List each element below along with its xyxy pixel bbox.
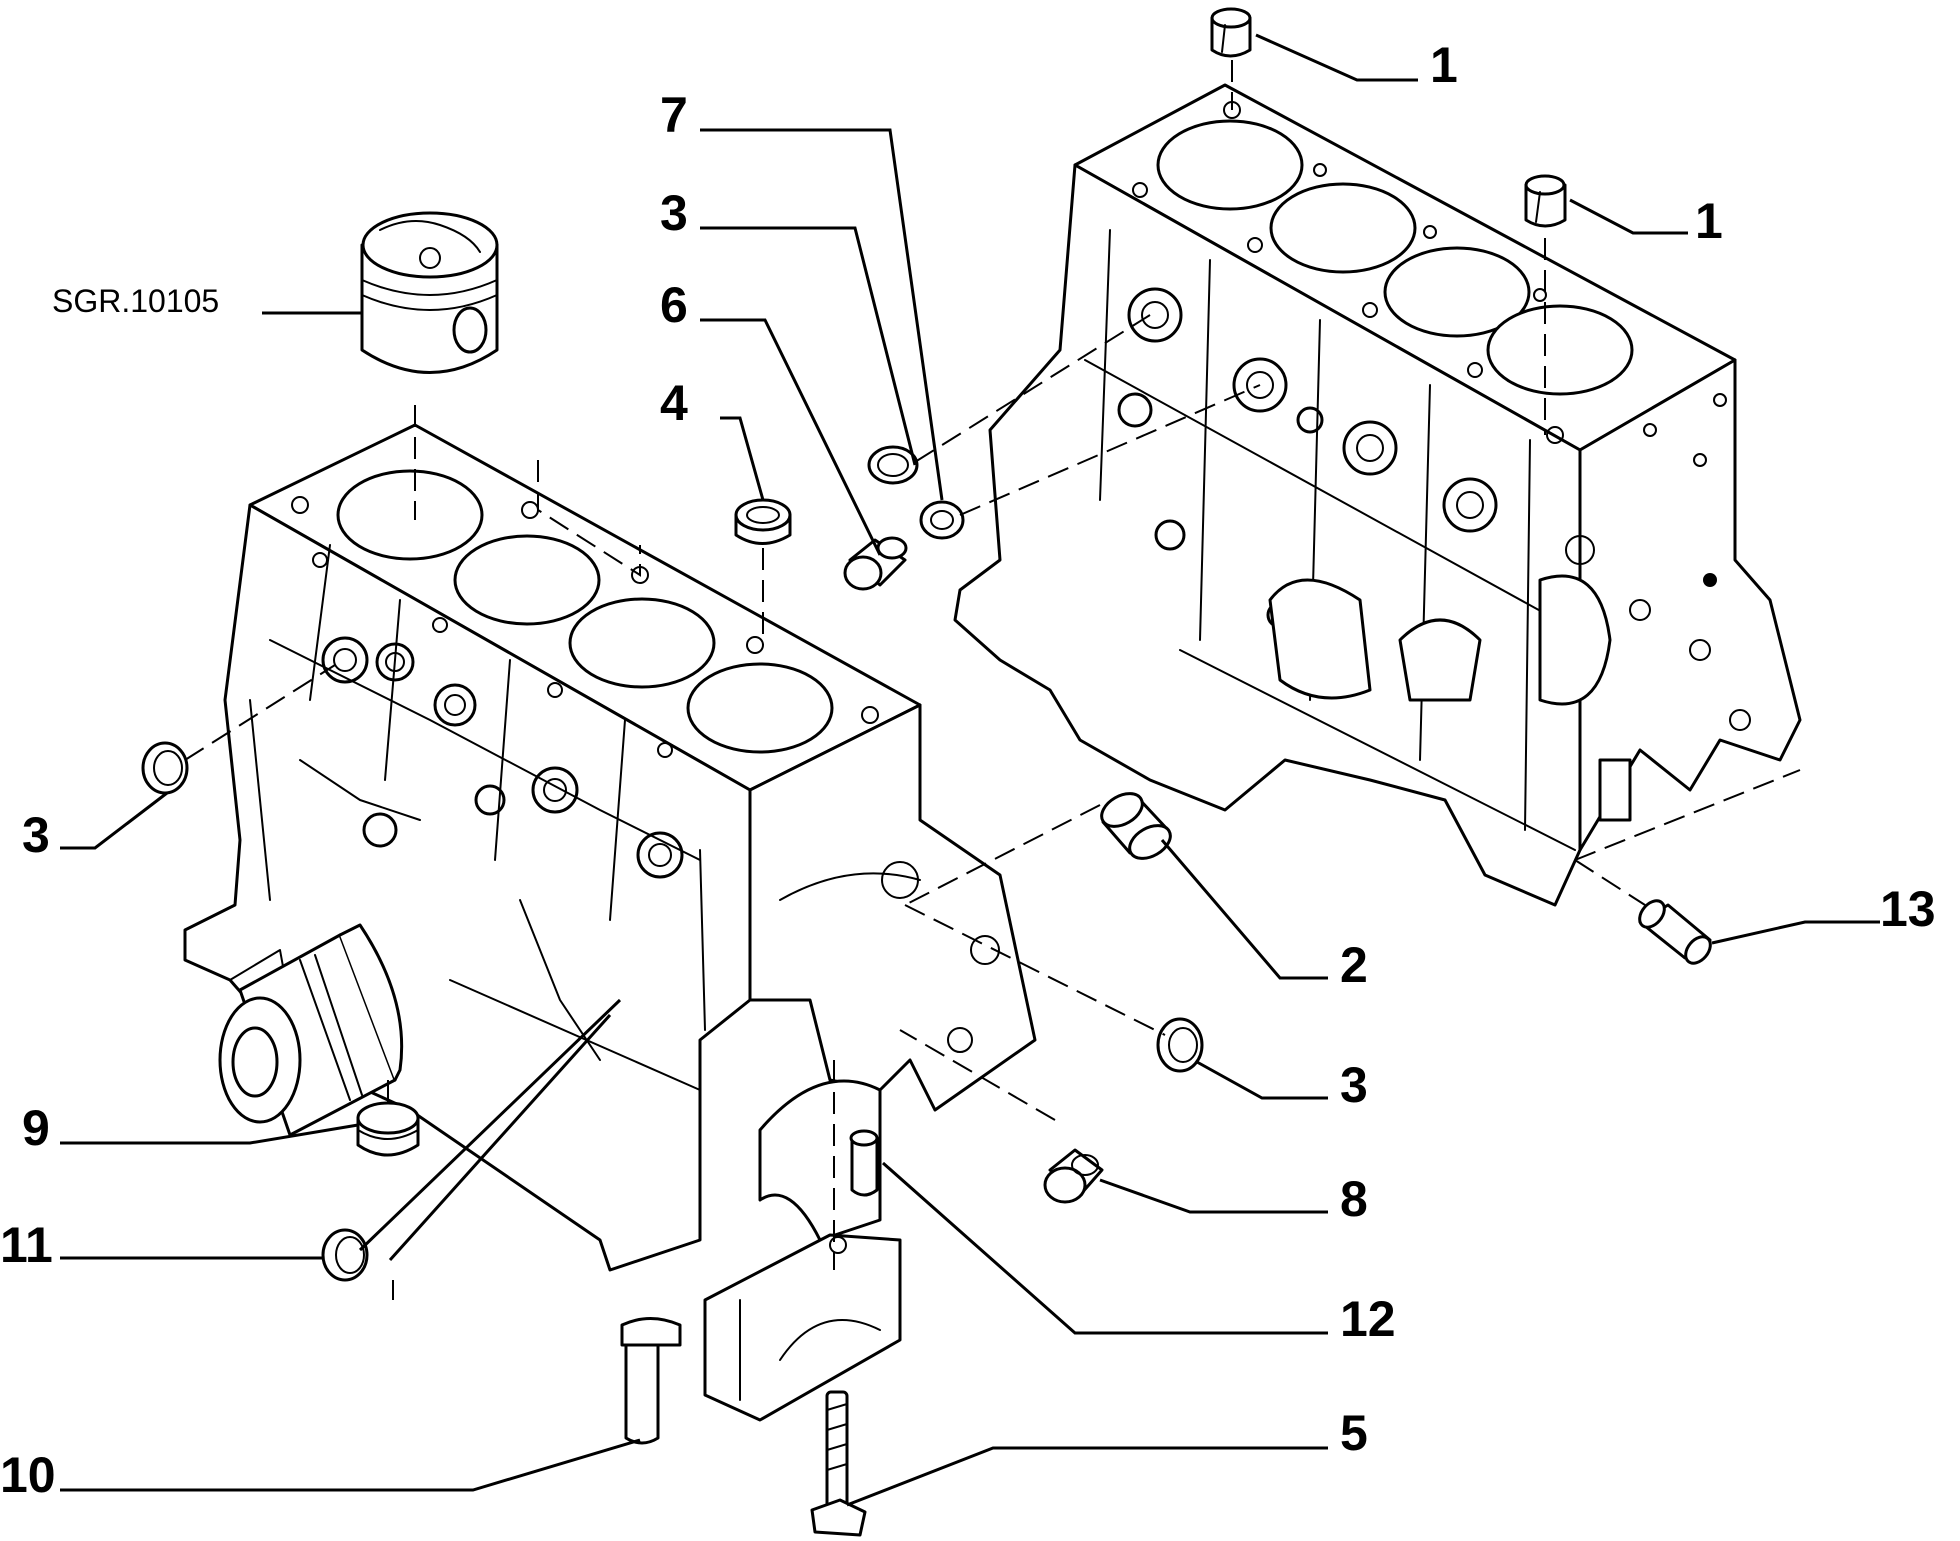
callout-5: 5 bbox=[1340, 1405, 1368, 1461]
callout-1a: 1 bbox=[1430, 37, 1458, 93]
callout-labels: SGR.10105 1 1 2 3 3 3 4 5 6 7 8 9 10 11 … bbox=[0, 37, 1936, 1503]
seal-ring-3-middle bbox=[867, 445, 919, 485]
plug-6 bbox=[843, 536, 908, 591]
callout-3-left: 3 bbox=[22, 807, 50, 863]
pin-13 bbox=[1638, 899, 1712, 965]
callout-2: 2 bbox=[1340, 937, 1368, 993]
washer-7 bbox=[919, 500, 965, 540]
seal-ring-3-right bbox=[1156, 1017, 1204, 1073]
bolt-5 bbox=[810, 1390, 867, 1537]
callout-3-top: 3 bbox=[660, 185, 688, 241]
callout-7: 7 bbox=[660, 87, 688, 143]
callout-4: 4 bbox=[660, 375, 688, 431]
drain-plug-8 bbox=[1043, 1148, 1104, 1204]
callout-8: 8 bbox=[1340, 1171, 1368, 1227]
oil-jet-10 bbox=[620, 1317, 682, 1445]
callout-3-right: 3 bbox=[1340, 1057, 1368, 1113]
dowel-sleeve-1b bbox=[1524, 174, 1567, 228]
callout-10: 10 bbox=[0, 1447, 56, 1503]
oil-filter bbox=[218, 923, 404, 1137]
cap-plug-4 bbox=[734, 498, 792, 545]
engine-block-right bbox=[953, 83, 1802, 907]
callout-12: 12 bbox=[1340, 1291, 1396, 1347]
dowel-sleeve-2 bbox=[1100, 792, 1172, 860]
dowel-sleeve-1a bbox=[1210, 7, 1252, 58]
assembly-lines bbox=[184, 60, 1801, 1300]
callout-6: 6 bbox=[660, 277, 688, 333]
callout-13: 13 bbox=[1880, 881, 1936, 937]
reference-label: SGR.10105 bbox=[52, 283, 219, 319]
callout-9: 9 bbox=[22, 1100, 50, 1156]
callout-11: 11 bbox=[0, 1217, 53, 1273]
main-bearing-cap bbox=[703, 1233, 902, 1422]
ring-11 bbox=[321, 1228, 369, 1282]
leader-lines bbox=[60, 33, 1880, 1507]
dowel-pin-12 bbox=[849, 1129, 879, 1197]
seal-ring-3-left bbox=[141, 741, 189, 795]
callout-1b: 1 bbox=[1695, 193, 1723, 249]
plug-9 bbox=[356, 1101, 420, 1157]
engine-block-left bbox=[183, 423, 1037, 1272]
piston bbox=[360, 211, 499, 374]
